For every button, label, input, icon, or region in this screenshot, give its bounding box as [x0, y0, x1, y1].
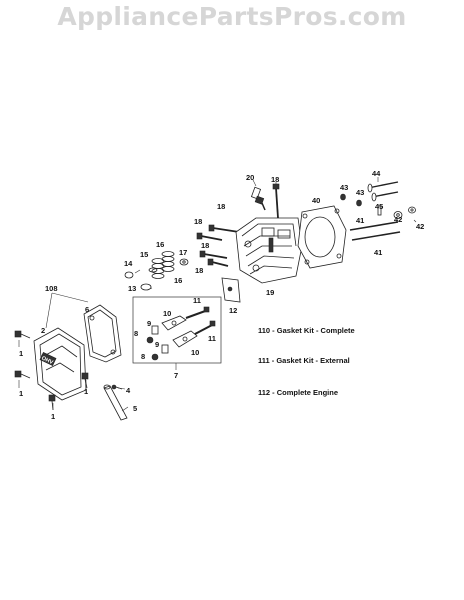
- lifter-a: [393, 211, 403, 219]
- callout-45: 45: [375, 202, 383, 211]
- callout-42a: 42: [394, 215, 402, 224]
- callout-44: 44: [372, 169, 381, 178]
- cover-bolt-1: [14, 330, 31, 339]
- push-rod-lower: [351, 231, 401, 241]
- valve-cover: OHV: [33, 327, 87, 401]
- head-bolt-e: [272, 183, 280, 219]
- callout-10b: 10: [191, 348, 199, 357]
- callout-18c: 18: [194, 217, 202, 226]
- valve-cover-gasket: [83, 304, 122, 363]
- cylinder-head: [235, 217, 303, 284]
- exhaust-valve: [371, 191, 399, 202]
- callout-43b: 43: [356, 188, 364, 197]
- site-watermark: AppliancePartsPros.com: [57, 2, 407, 31]
- callout-19: 19: [266, 288, 274, 297]
- rocker-pivot-lower: [161, 344, 169, 354]
- rocker-stud-lower: [194, 320, 216, 335]
- valve-keeper-13: [140, 283, 152, 291]
- callout-16a: 16: [156, 240, 164, 249]
- callout-4: 4: [126, 386, 131, 395]
- callout-6: 6: [85, 305, 89, 314]
- callout-18b: 18: [217, 202, 225, 211]
- spring-washer-17: [179, 258, 189, 266]
- callout-9a: 9: [147, 319, 151, 328]
- callout-2: 2: [41, 326, 45, 335]
- callout-9b: 9: [155, 340, 159, 349]
- callout-13: 13: [128, 284, 136, 293]
- valve-spring-3: [148, 267, 158, 273]
- callout-15: 15: [140, 250, 148, 259]
- callout-1b: 1: [19, 389, 23, 398]
- cover-bolt-4: [48, 394, 56, 411]
- valve-seal-b: [356, 199, 362, 207]
- callout-41b: 41: [374, 248, 382, 257]
- callout-8a: 8: [134, 329, 138, 338]
- callout-1d: 1: [51, 412, 55, 421]
- head-bracket: [221, 277, 241, 303]
- valve-seal-a: [340, 193, 346, 201]
- head-bolt-b: [196, 232, 223, 241]
- note-complete-engine: 112 - Complete Engine: [258, 388, 338, 397]
- rocker-pivot-upper: [151, 325, 159, 335]
- callout-5: 5: [133, 404, 137, 413]
- cover-ohv-logo: OHV: [40, 356, 54, 367]
- rocker-kit-box: [132, 296, 222, 364]
- callout-10a: 10: [163, 309, 171, 318]
- rocker-nut-lower: [151, 353, 159, 361]
- callout-11a: 11: [193, 296, 201, 305]
- callout-7: 7: [174, 371, 178, 380]
- callout-41a: 41: [356, 216, 364, 225]
- valve-spring-2: [161, 251, 175, 272]
- callout-17: 17: [179, 248, 187, 257]
- rocker-stud-upper: [185, 306, 210, 319]
- head-bolt-a: [208, 224, 240, 233]
- head-bolt-d: [207, 258, 229, 267]
- callout-12: 12: [229, 306, 237, 315]
- lifter-b: [408, 206, 416, 214]
- callout-18e: 18: [195, 266, 203, 275]
- callout-1c: 1: [84, 387, 88, 396]
- callout-40: 40: [312, 196, 320, 205]
- breather-tube: [103, 385, 128, 421]
- note-gasket-kit-complete: 110 - Gasket Kit - Complete: [258, 326, 355, 335]
- callout-16b: 16: [174, 276, 182, 285]
- cover-bolt-2: [14, 370, 31, 379]
- push-rod-upper: [349, 221, 399, 231]
- callout-18a: 18: [271, 175, 279, 184]
- head-gasket: [297, 205, 347, 269]
- callout-11b: 11: [208, 334, 216, 343]
- callout-108: 108: [45, 284, 58, 293]
- callout-14: 14: [124, 259, 133, 268]
- callout-1a: 1: [19, 349, 23, 358]
- head-bolt-c: [199, 250, 228, 259]
- callout-20: 20: [246, 173, 254, 182]
- callout-18d: 18: [201, 241, 209, 250]
- callout-42b: 42: [416, 222, 424, 231]
- callout-8b: 8: [141, 352, 145, 361]
- callout-43a: 43: [340, 183, 348, 192]
- intake-valve: [367, 181, 399, 193]
- rocker-arm-upper: [161, 315, 187, 331]
- spark-plug: [250, 186, 266, 211]
- valve-retainer-14: [124, 271, 134, 279]
- rocker-nut-upper: [146, 336, 154, 344]
- note-gasket-kit-external: 111 - Gasket Kit - External: [258, 356, 350, 365]
- rocker-arm-lower: [172, 330, 198, 348]
- tappet: [377, 205, 382, 216]
